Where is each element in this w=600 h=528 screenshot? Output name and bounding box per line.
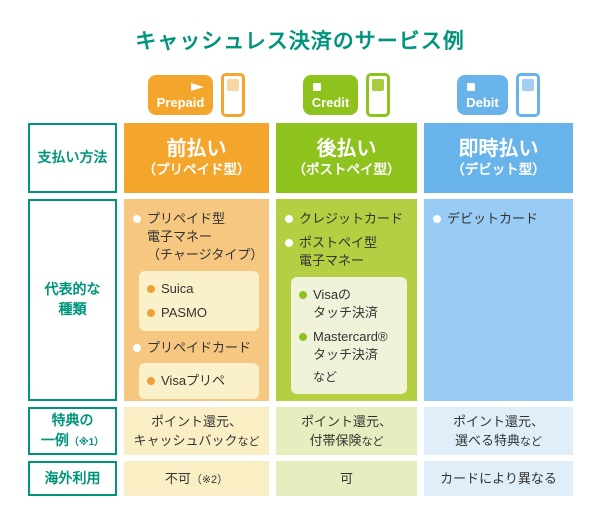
list-item: デビットカード <box>433 210 565 228</box>
credit-badge: Credit <box>302 75 359 115</box>
etc-note: など <box>313 370 338 385</box>
row-header-label: 代表的な 種類 <box>44 281 101 317</box>
bullet-icon <box>133 215 141 223</box>
list-item-text: クレジットカード <box>299 211 404 226</box>
list-item: ポストペイ型 電子マネー <box>285 234 409 270</box>
bullet-icon <box>285 215 293 223</box>
list-item-text: Visaプリペ <box>161 373 226 389</box>
bullet-icon <box>299 332 307 341</box>
prepaid-badge: Prepaid <box>147 75 214 115</box>
overseas-text: 可 <box>339 470 353 486</box>
row-header-label: 支払い方法 <box>37 149 108 166</box>
list-item: PASMO <box>147 304 253 322</box>
list-item-text: プリペイドカード <box>147 339 252 355</box>
debit-badge: Debit <box>457 75 508 115</box>
list-item: Suica <box>147 280 253 298</box>
bullet-icon <box>285 239 293 248</box>
debit-overseas-cell: カードにより異なる <box>424 461 573 496</box>
list-item: Visaの タッチ決済 <box>299 286 401 322</box>
page-title: キャッシュレス決済のサービス例 <box>135 30 465 53</box>
debit-legend: Debit <box>424 73 573 117</box>
bullet-icon <box>133 343 141 352</box>
bullet-icon <box>147 284 155 293</box>
card-chip-icon <box>521 79 534 91</box>
comparison-table: Prepaid Credit Debit <box>28 73 573 496</box>
square-icon <box>467 83 476 91</box>
list-item-text: Mastercard® タッチ決済 <box>313 328 388 363</box>
column-header-sub: （デビット型） <box>451 162 546 178</box>
list-item-text: Suica <box>161 280 194 296</box>
list-item-text: ポストペイ型 電子マネー <box>299 235 378 269</box>
prepaid-overseas-cell: 不可（※2） <box>124 461 269 496</box>
list-item-text: PASMO <box>161 304 207 320</box>
debit-benefits-cell: ポイント還元、 選べる特典など <box>424 407 573 455</box>
prepaid-badge-label: Prepaid <box>156 94 205 110</box>
prepaid-benefits-cell: ポイント還元、 キャッシュバックなど <box>124 407 269 455</box>
prepaid-card-box: Visaプリペ <box>139 363 259 400</box>
column-header-main: 前払い <box>166 138 227 161</box>
list-item-text: デビットカード <box>447 211 539 226</box>
footnote-marker: （※1） <box>68 437 105 448</box>
legend-spacer <box>28 73 117 117</box>
list-item-text: プリペイド型 電子マネー （チャージタイプ） <box>147 211 264 263</box>
triangle-icon <box>191 83 205 91</box>
prepaid-legend: Prepaid <box>124 73 269 117</box>
credit-column-header: 後払い （ポストペイ型） <box>276 123 417 193</box>
benefits-text: ポイント還元、 キャッシュバック <box>133 413 242 449</box>
list-item: プリペイドカード <box>133 339 261 357</box>
prepaid-card-icon <box>221 73 246 117</box>
debit-column-header: 即時払い （デビット型） <box>424 123 573 193</box>
credit-touch-box: Visaの タッチ決済 Mastercard® タッチ決済 など <box>291 276 407 394</box>
etc-suffix: など <box>520 436 542 448</box>
overseas-text: カードにより異なる <box>440 470 557 486</box>
footnote-marker: （※2） <box>190 473 229 486</box>
debit-types-cell: デビットカード <box>424 199 573 401</box>
card-chip-icon <box>372 79 385 91</box>
row-header-benefits: 特典の 一例（※1） <box>28 407 117 455</box>
list-item-text: Visaの タッチ決済 <box>313 286 379 320</box>
card-chip-icon <box>227 79 240 91</box>
column-header-main: 後払い <box>316 138 377 161</box>
credit-card-icon <box>366 73 391 117</box>
prepaid-column-header: 前払い （プリペイド型） <box>124 123 269 193</box>
prepaid-emoney-box: Suica PASMO <box>139 270 259 331</box>
row-header-label: 特典の 一例 <box>40 412 94 448</box>
etc-suffix: など <box>237 436 260 448</box>
row-header-types: 代表的な 種類 <box>28 199 117 401</box>
debit-badge-label: Debit <box>466 94 499 110</box>
credit-badge-label: Credit <box>311 94 350 110</box>
bullet-icon <box>147 308 155 317</box>
column-header-sub: （プリペイド型） <box>142 162 251 178</box>
overseas-text: 不可 <box>164 470 191 486</box>
row-header-payment-method: 支払い方法 <box>28 123 117 193</box>
benefits-text: ポイント還元、 選べる特典 <box>452 413 544 449</box>
benefits-text: ポイント還元、 付帯保険 <box>300 413 392 449</box>
bullet-icon <box>299 290 307 299</box>
bullet-icon <box>147 377 155 386</box>
credit-benefits-cell: ポイント還元、 付帯保険など <box>276 407 417 455</box>
credit-legend: Credit <box>276 73 417 117</box>
row-header-label: 海外利用 <box>44 469 101 486</box>
list-item: Mastercard® タッチ決済 <box>299 328 401 364</box>
column-header-main: 即時払い <box>458 138 539 161</box>
credit-overseas-cell: 可 <box>276 461 417 496</box>
debit-card-icon <box>515 73 540 117</box>
list-item: クレジットカード <box>285 210 409 228</box>
row-header-overseas: 海外利用 <box>28 461 117 496</box>
list-item: プリペイド型 電子マネー （チャージタイプ） <box>133 210 264 265</box>
square-icon <box>312 83 321 91</box>
etc-suffix: など <box>361 436 384 448</box>
prepaid-types-cell: プリペイド型 電子マネー （チャージタイプ） Suica PASMO プリペイド… <box>124 199 269 401</box>
list-item: Visaプリペ <box>147 372 253 390</box>
credit-types-cell: クレジットカード ポストペイ型 電子マネー Visaの タッチ決済 Master… <box>276 199 417 401</box>
column-header-sub: （ポストペイ型） <box>292 162 401 178</box>
bullet-icon <box>433 215 441 223</box>
